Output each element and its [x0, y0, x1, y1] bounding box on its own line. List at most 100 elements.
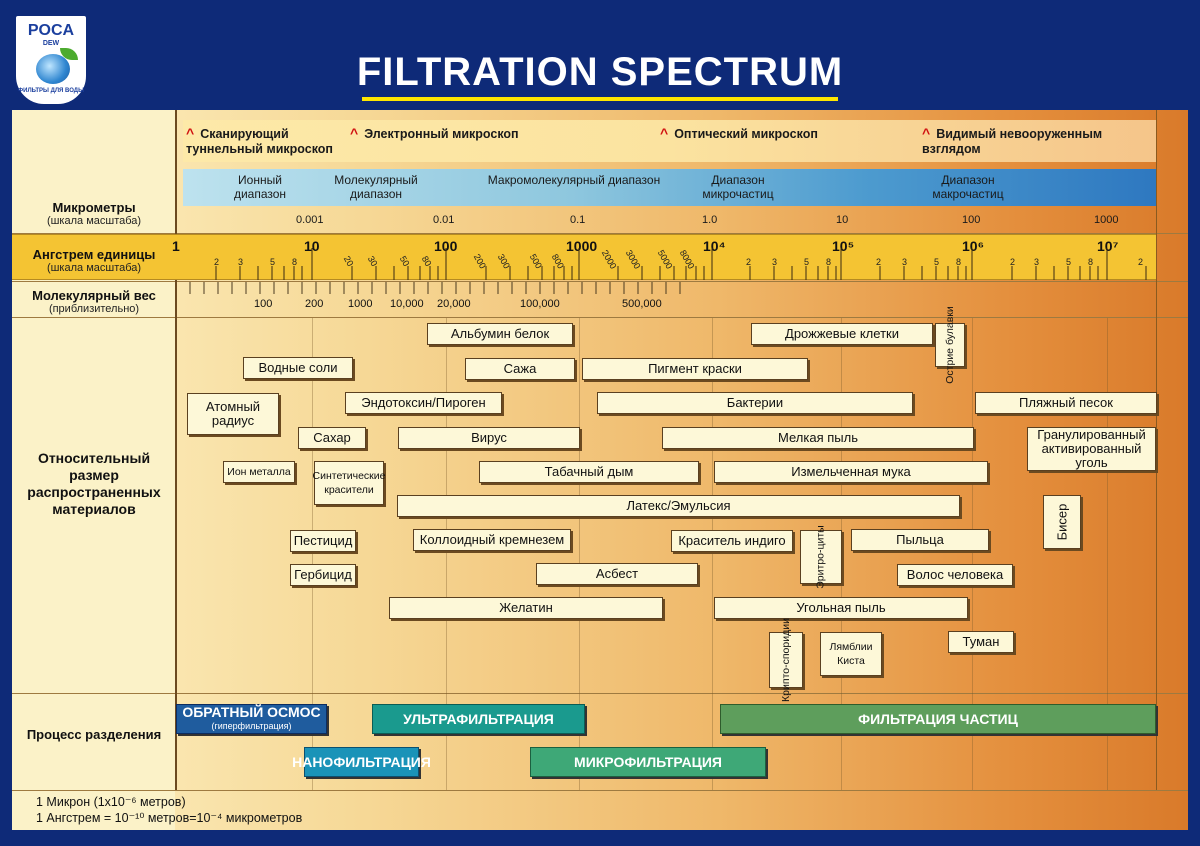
svg-text:2: 2	[1010, 257, 1015, 267]
material-tobacco-smoke: Табачный дым	[479, 461, 699, 483]
separator	[12, 281, 1188, 282]
svg-text:5: 5	[270, 257, 275, 267]
material-cryptosporidium: Крипто-споридии	[769, 618, 803, 702]
angstrom-major-tick: 1000	[566, 238, 598, 254]
page-title: FILTRATION SPECTRUM	[356, 50, 844, 94]
material-soot: Сажа	[465, 358, 575, 380]
row-title-molweight: Молекулярный вес	[32, 288, 156, 303]
range-ionic: Ионный диапазон	[233, 173, 287, 201]
caret-icon: ^	[660, 125, 669, 141]
micro-tick: 1000	[1094, 214, 1119, 226]
row-title-materials: Относительный размер распространенных ма…	[27, 450, 161, 517]
material-ground-flour: Измельченная мука	[714, 461, 988, 483]
material-pesticide: Пестицид	[290, 530, 356, 552]
molweight-label: 200	[305, 298, 324, 310]
molweight-label: 100	[254, 298, 273, 310]
micro-tick: 0.001	[296, 214, 324, 226]
micro-tick: 0.1	[570, 214, 586, 226]
material-beach-sand: Пляжный песок	[975, 392, 1157, 414]
angstrom-major-tick: 10⁴	[703, 238, 726, 254]
process-particle-filtration: ФИЛЬТРАЦИЯ ЧАСТИЦ	[720, 704, 1156, 734]
microscope-band	[183, 120, 1156, 162]
micro-tick: 100	[962, 214, 981, 226]
footnote-micron: 1 Микрон (1x10⁻⁶ метров)	[36, 795, 186, 809]
scope-optical: ^Оптический микроскоп	[660, 125, 818, 142]
svg-text:8: 8	[292, 257, 297, 267]
material-yeast-cells: Дрожжевые клетки	[751, 323, 933, 345]
separator	[12, 790, 1188, 791]
svg-text:5: 5	[934, 257, 939, 267]
molweight-label: 500,000	[622, 298, 662, 310]
material-giardia-cyst: Лямблии Киста	[820, 632, 882, 676]
svg-text:30: 30	[366, 254, 380, 268]
svg-text:8: 8	[826, 257, 831, 267]
grid-line	[446, 318, 447, 790]
range-macroparticle: Диапазон макрочастиц	[932, 173, 1004, 201]
scope-scanning-tunneling: ^Сканирующий туннельный микроскоп	[186, 125, 333, 157]
range-band	[183, 169, 1156, 206]
micro-tick: 0.01	[433, 214, 455, 226]
material-pin-point: Острие булавки	[935, 306, 965, 384]
caret-icon: ^	[922, 125, 931, 141]
molweight-label: 20,000	[437, 298, 471, 310]
caret-icon: ^	[350, 125, 359, 141]
process-nanofiltration: НАНОФИЛЬТРАЦИЯ	[292, 747, 431, 777]
row-sub-molweight: (приблизительно)	[48, 303, 140, 315]
micro-tick: 1.0	[702, 214, 718, 226]
angstrom-major-tick: 10⁵	[832, 238, 855, 254]
globe-icon	[36, 54, 70, 84]
row-sub-micrometers: (шкала масштаба)	[46, 215, 142, 227]
logo-sub: DEW	[42, 40, 60, 47]
svg-text:5: 5	[1066, 257, 1071, 267]
svg-text:8000: 8000	[678, 248, 697, 270]
axis-line	[175, 110, 177, 790]
process-ultrafiltration: УЛЬТРАФИЛЬТРАЦИЯ	[372, 704, 585, 734]
material-human-hair: Волос человека	[897, 564, 1013, 586]
material-paint-pigment: Пигмент краски	[582, 358, 808, 380]
range-molecular: Молекулярный диапазон	[334, 173, 418, 201]
material-endotoxin: Эндотоксин/Пироген	[345, 392, 502, 414]
material-aqueous-salts: Водные соли	[243, 357, 353, 379]
angstrom-band	[12, 234, 1156, 280]
material-coal-dust: Угольная пыль	[714, 597, 968, 619]
angstrom-major-tick: 10⁷	[1097, 238, 1119, 254]
process-reverse-osmosis: ОБРАТНЫЙ ОСМОС (гиперфильтрация)	[176, 704, 327, 734]
material-latex-emulsion: Латекс/Эмульсия	[397, 495, 960, 517]
scope-electron: ^Электронный микроскоп	[350, 125, 519, 142]
svg-text:2: 2	[1138, 257, 1143, 267]
material-colloidal-silica: Коллоидный кремнезем	[413, 529, 571, 551]
title-underline	[362, 97, 838, 101]
separator	[12, 693, 1188, 694]
material-gelatin: Желатин	[389, 597, 663, 619]
material-fine-dust: Мелкая пыль	[662, 427, 974, 449]
material-erythrocytes: Эритро-циты	[800, 525, 842, 589]
angstrom-major-tick: 100	[434, 238, 458, 254]
range-macromolecular: Макромолекулярный диапазон	[487, 173, 661, 187]
svg-text:2: 2	[746, 257, 751, 267]
molweight-scale-ticks	[189, 282, 681, 294]
svg-text:5000: 5000	[656, 248, 675, 270]
range-microparticle: Диапазон микрочастиц	[702, 173, 774, 201]
svg-text:2: 2	[876, 257, 881, 267]
separator	[12, 317, 1188, 318]
grid-line	[312, 318, 313, 790]
material-asbestos: Асбест	[536, 563, 698, 585]
svg-text:2000: 2000	[600, 248, 619, 270]
material-bacteria: Бактерии	[597, 392, 913, 414]
footnote-angstrom: 1 Ангстрем = 10⁻¹⁰ метров=10⁻⁴ микрометр…	[36, 811, 303, 825]
grid-line	[579, 318, 580, 790]
grid-line	[712, 318, 713, 790]
svg-text:3: 3	[772, 257, 777, 267]
row-title-micrometers: Микрометры	[52, 200, 136, 215]
svg-text:3: 3	[1034, 257, 1039, 267]
angstrom-major-tick: 10	[304, 238, 320, 254]
scope-naked-eye: ^Видимый невооруженным взглядом	[922, 125, 1103, 157]
svg-text:2: 2	[214, 257, 219, 267]
material-sugar: Сахар	[298, 427, 366, 449]
svg-text:3000: 3000	[624, 248, 643, 270]
row-title-angstrom: Ангстрем единицы	[32, 247, 156, 262]
grid-line	[972, 318, 973, 790]
material-virus: Вирус	[398, 427, 580, 449]
molweight-label: 1000	[348, 298, 373, 310]
